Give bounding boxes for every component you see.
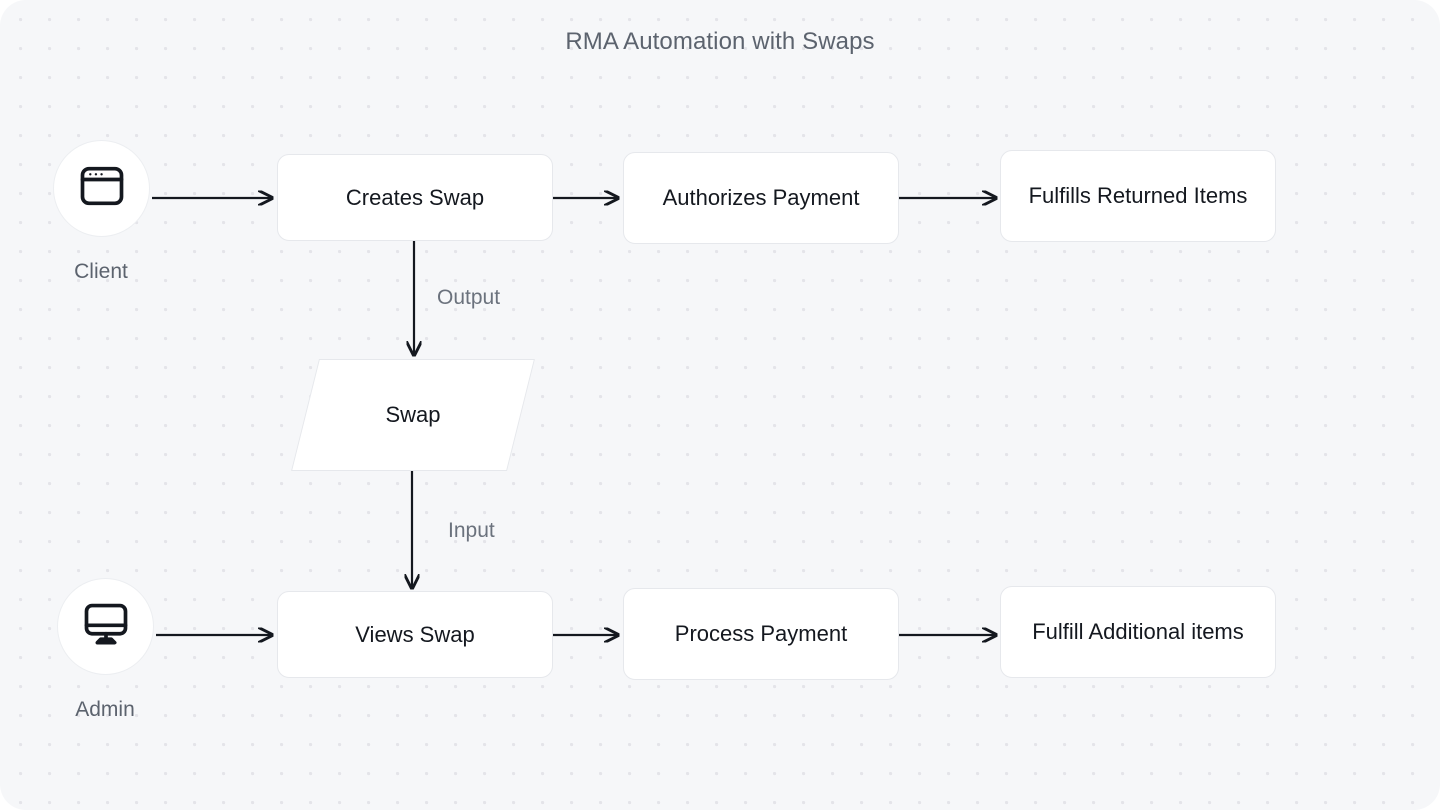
node-creates-swap-label: Creates Swap xyxy=(345,184,485,210)
node-swap-label: Swap xyxy=(385,402,441,427)
node-views-swap-label: Views Swap xyxy=(355,621,475,647)
node-authorizes-payment-label: Authorizes Payment xyxy=(662,185,860,211)
page-title: RMA Automation with Swaps xyxy=(565,28,875,55)
actor-admin[interactable] xyxy=(57,578,154,675)
browser-window-icon xyxy=(76,160,128,217)
edge-label-input: Input xyxy=(448,519,495,542)
actor-client-label: Client xyxy=(74,260,128,283)
node-process-payment[interactable]: Process Payment xyxy=(623,588,899,680)
actor-client[interactable] xyxy=(53,140,150,237)
node-creates-swap[interactable]: Creates Swap xyxy=(277,154,553,241)
desktop-monitor-icon xyxy=(80,598,132,655)
node-fulfills-returned-items-label: Fulfills Returned Items xyxy=(1028,183,1248,209)
node-views-swap[interactable]: Views Swap xyxy=(277,591,553,678)
node-fulfill-additional-items[interactable]: Fulfill Additional items xyxy=(1000,586,1276,678)
node-process-payment-label: Process Payment xyxy=(674,621,848,647)
actor-admin-label: Admin xyxy=(75,698,135,721)
node-fulfills-returned-items[interactable]: Fulfills Returned Items xyxy=(1000,150,1276,242)
node-authorizes-payment[interactable]: Authorizes Payment xyxy=(623,152,899,244)
edge-label-output: Output xyxy=(437,286,501,309)
node-swap[interactable]: Swap xyxy=(291,359,535,471)
node-fulfill-additional-items-label: Fulfill Additional items xyxy=(1032,619,1244,645)
